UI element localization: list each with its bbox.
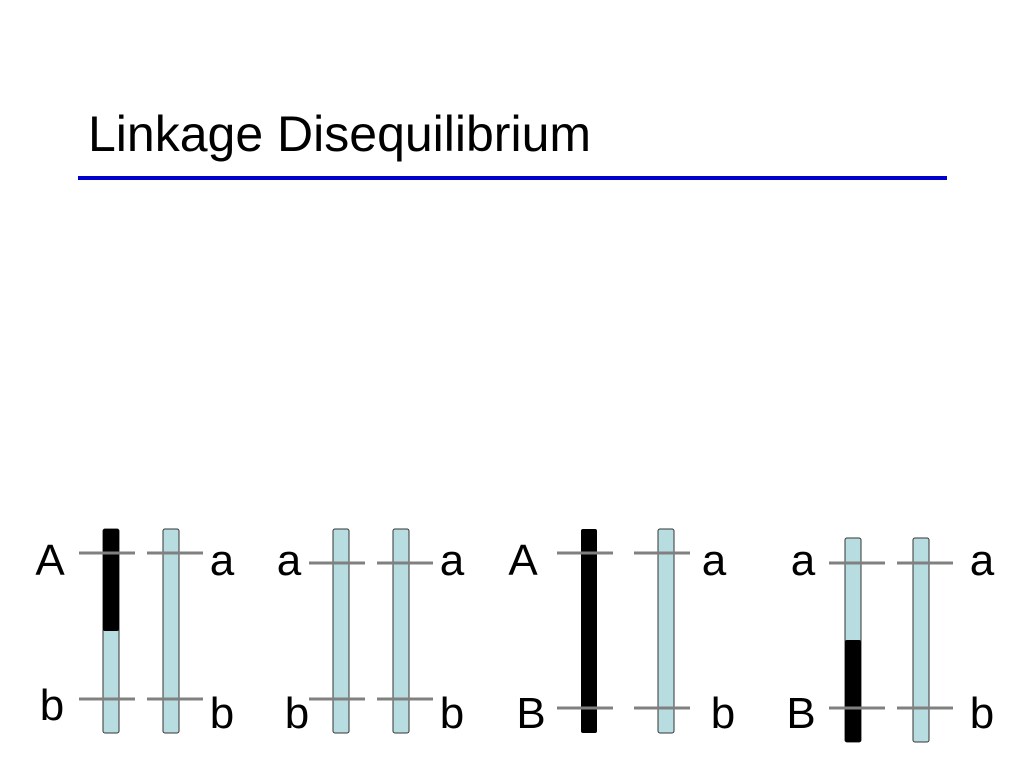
chromosome-3-left-dark [581, 529, 597, 733]
allele-label-1-right-bottom: b [210, 689, 234, 738]
chromosome-1-right [162, 528, 180, 734]
allele-label-1-left-bottom: b [40, 681, 64, 730]
chromosome-pair-2: a a b b [277, 528, 465, 738]
chromosome-4-right [912, 537, 930, 743]
allele-label-1-left-top: A [35, 536, 65, 585]
allele-label-2-right-bottom: b [440, 689, 464, 738]
chromosome-2-left [332, 528, 350, 734]
allele-label-2-left-bottom: b [285, 689, 309, 738]
allele-label-1-right-top: a [210, 536, 235, 585]
chromosome-4-left-dark-segment [845, 640, 861, 742]
slide-title: Linkage Disequilibrium [88, 106, 592, 162]
chromosome-pair-4: a a B b [786, 536, 995, 743]
allele-label-4-right-bottom: b [970, 689, 994, 738]
allele-label-4-right-top: a [970, 536, 995, 585]
allele-label-2-left-top: a [277, 536, 302, 585]
chromosome-2-right [392, 528, 410, 734]
chromosome-pair-3: A a B b [508, 528, 735, 738]
chromosome-3-right [657, 528, 675, 734]
allele-label-2-right-top: a [440, 536, 465, 585]
chromosome-pair-1: A a b b [35, 528, 235, 738]
allele-label-3-right-top: a [702, 536, 727, 585]
allele-label-3-right-bottom: b [711, 689, 735, 738]
allele-label-4-left-top: a [791, 536, 816, 585]
chromosome-1-left-dark-segment [103, 529, 119, 631]
allele-label-3-left-top: A [508, 536, 538, 585]
allele-label-4-left-bottom: B [786, 689, 815, 738]
title-underline [78, 176, 947, 180]
allele-label-3-left-bottom: B [516, 689, 545, 738]
